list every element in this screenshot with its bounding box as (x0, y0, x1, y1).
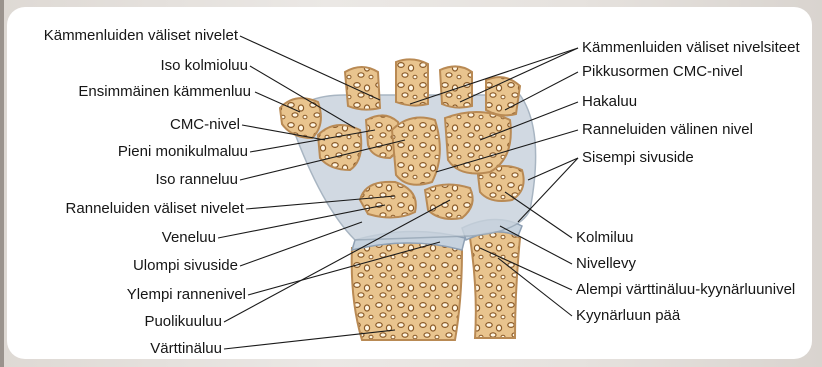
label-capitate: Iso ranneluu (155, 171, 238, 189)
label-ulnar-collateral-ligament: Sisempi sivuside (582, 149, 694, 167)
label-cmc-joint: CMC-nivel (170, 116, 240, 134)
label-midcarpal-joint: Ranneluiden välinen nivel (582, 121, 753, 139)
lunate-bone (425, 184, 473, 219)
label-scaphoid: Veneluu (162, 229, 216, 247)
label-first-metacarpal: Ensimmäinen kämmenluu (78, 83, 251, 101)
radius-bone (352, 240, 462, 340)
label-radius: Värttinäluu (150, 340, 222, 358)
label-intermetacarpal-joints: Kämmenluiden väliset nivelet (44, 27, 238, 45)
label-radial-collateral-ligament: Ulompi sivuside (133, 257, 238, 275)
label-fifth-cmc-joint: Pikkusormen CMC-nivel (582, 63, 743, 81)
label-intermetacarpal-ligaments: Kämmenluiden väliset nivelsiteet (582, 39, 800, 57)
scaphoid-bone (360, 182, 416, 218)
label-ulnar-head: Kyynärluun pää (576, 307, 680, 325)
label-hamate: Hakaluu (582, 93, 637, 111)
ulna-bone (470, 232, 520, 339)
metacarpal-4 (440, 66, 472, 107)
capitate-bone (392, 118, 440, 185)
label-intercarpal-joints: Ranneluiden väliset nivelet (66, 200, 244, 218)
hamate-bone (445, 112, 511, 174)
label-trapezium: Iso kolmioluu (160, 57, 248, 75)
metacarpal-3 (396, 59, 428, 105)
label-articular-disc: Nivellevy (576, 255, 636, 273)
metacarpal-2 (345, 67, 380, 110)
trapezium-bone (318, 125, 361, 170)
label-radiocarpal-joint: Ylempi rannenivel (127, 286, 246, 304)
label-triquetrum: Kolmiluu (576, 229, 634, 247)
label-trapezoid: Pieni monikulmaluu (118, 143, 248, 161)
label-distal-radioulnar-joint: Alempi värttinäluu-kyynärluunivel (576, 281, 795, 299)
label-lunate: Puolikuuluu (144, 313, 222, 331)
